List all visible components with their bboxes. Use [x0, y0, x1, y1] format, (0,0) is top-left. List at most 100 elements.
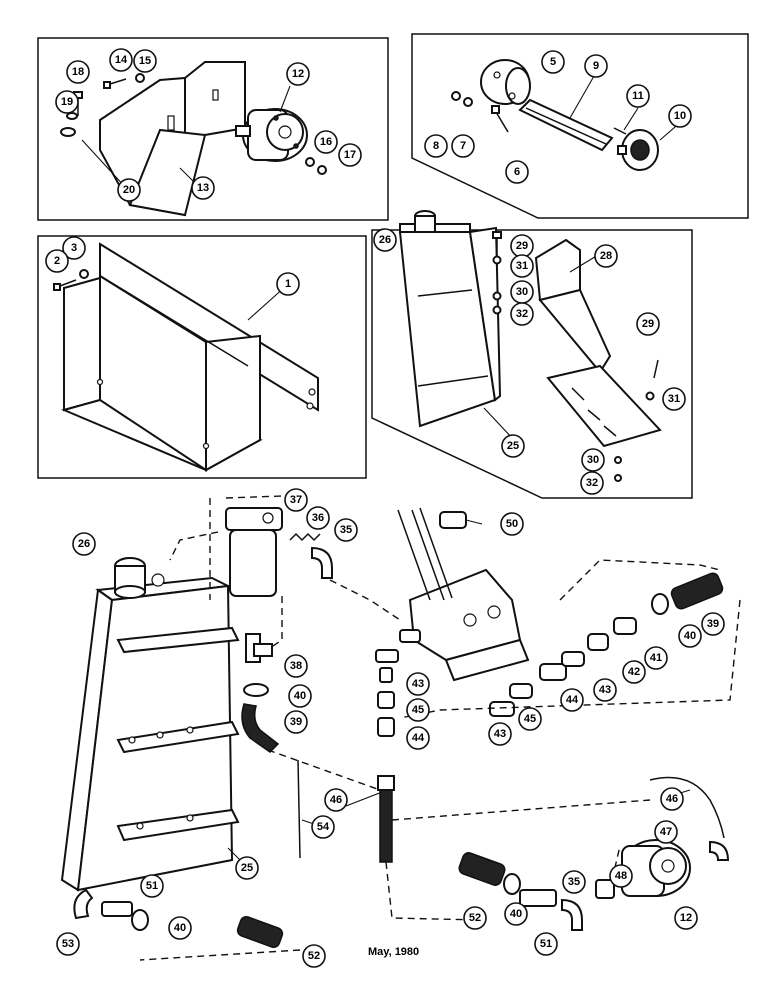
tank-cap-26: [114, 557, 146, 599]
svg-text:1: 1: [285, 278, 291, 290]
callout-35-top: 35: [334, 518, 358, 542]
svg-text:26: 26: [379, 234, 391, 246]
route-filter-valve: [269, 596, 283, 649]
svg-text:32: 32: [586, 477, 598, 489]
callout-7: 7: [451, 134, 475, 158]
callout-46-long: 46: [324, 788, 348, 812]
panel-drive-coupling: [411, 33, 749, 219]
callout-47: 47: [654, 820, 678, 844]
hydraulic-pump-12-top: [235, 108, 308, 162]
callout-51-left: 51: [140, 874, 164, 898]
route-hose-39: [267, 749, 381, 791]
nut-31-lower: [645, 391, 655, 401]
callout-2: 2: [45, 249, 69, 273]
svg-text:46: 46: [330, 794, 342, 806]
tank-25: [60, 573, 240, 892]
nut-32-lower: [614, 474, 622, 482]
callout-13: 13: [191, 176, 215, 200]
svg-text:2: 2: [54, 255, 60, 267]
clamp-40-valve: [651, 593, 669, 615]
fitting-42: [587, 633, 609, 651]
callout-43-right: 43: [593, 678, 617, 702]
callout-37: 37: [284, 488, 308, 512]
washer-16: [305, 157, 315, 167]
svg-text:5: 5: [550, 56, 556, 68]
callout-28: 28: [594, 244, 618, 268]
callout-44-right: 44: [560, 688, 584, 712]
callout-43-center: 43: [406, 672, 430, 696]
svg-text:25: 25: [507, 440, 519, 452]
callout-48: 48: [609, 864, 633, 888]
callout-16: 16: [314, 130, 338, 154]
callout-35-bottom: 35: [562, 870, 586, 894]
callout-32-upper: 32: [510, 302, 534, 326]
callout-50: 50: [500, 512, 524, 536]
svg-text:35: 35: [568, 876, 580, 888]
panel-pump-mount: [37, 37, 389, 221]
callout-9: 9: [584, 54, 608, 78]
washer-19: [66, 112, 78, 120]
svg-text:6: 6: [514, 166, 520, 178]
adapter-43-center: [379, 667, 393, 683]
callout-40-left: 40: [168, 916, 192, 940]
svg-text:36: 36: [312, 512, 324, 524]
dipstick-54: [297, 759, 301, 859]
footer-date: May, 1980: [368, 946, 419, 958]
svg-text:39: 39: [290, 716, 302, 728]
callout-29-upper: 29: [510, 234, 534, 258]
svg-text:44: 44: [412, 732, 425, 744]
callout-39-valve: 39: [701, 612, 725, 636]
svg-text:12: 12: [680, 912, 692, 924]
callout-18: 18: [66, 60, 90, 84]
hose-52-right: [458, 852, 506, 886]
nipple-51-right: [519, 889, 557, 907]
svg-text:16: 16: [320, 136, 332, 148]
callout-10: 10: [668, 104, 692, 128]
nut-17: [317, 165, 327, 175]
callout-31-lower: 31: [662, 387, 686, 411]
svg-text:35: 35: [340, 524, 352, 536]
callout-25-small: 25: [501, 434, 525, 458]
svg-text:32: 32: [516, 308, 528, 320]
callout-5: 5: [541, 50, 565, 74]
callout-19: 19: [55, 90, 79, 114]
svg-text:3: 3: [71, 242, 77, 254]
svg-text:40: 40: [294, 690, 306, 702]
svg-text:20: 20: [123, 184, 135, 196]
svg-text:26: 26: [78, 538, 90, 550]
clamp-40-left: [131, 909, 149, 931]
callout-41: 41: [644, 646, 668, 670]
mount-bracket-13: [99, 61, 246, 217]
fitting-48: [595, 879, 615, 899]
svg-text:47: 47: [660, 826, 672, 838]
callout-12-bottom: 12: [674, 906, 698, 930]
svg-text:45: 45: [524, 713, 536, 725]
elbow-35-top: [311, 546, 333, 579]
callout-30-lower: 30: [581, 448, 605, 472]
svg-text:54: 54: [317, 821, 330, 833]
callouts: 18 14 15 12 19 20 13 16 17 5 9 11 10 8 7…: [45, 48, 725, 968]
callout-52-left: 52: [302, 944, 326, 968]
svg-text:9: 9: [593, 60, 599, 72]
svg-text:11: 11: [632, 90, 644, 102]
tray-1: [60, 242, 319, 472]
tank-bracket-28: [534, 238, 662, 448]
fitting-45-center: [377, 691, 395, 709]
bolt-2: [53, 279, 77, 291]
callout-40-upper: 40: [288, 684, 312, 708]
hose-52-left: [236, 916, 284, 948]
fitting-45-right: [509, 683, 533, 699]
nut-15: [135, 73, 145, 83]
callout-52-right: 52: [463, 906, 487, 930]
svg-text:43: 43: [412, 678, 424, 690]
valve-fittings: [375, 572, 724, 737]
adapter-43-left: [489, 701, 515, 717]
valve-fitting-38: [245, 633, 273, 663]
callout-45-right: 45: [518, 707, 542, 731]
fitting-41: [613, 617, 637, 635]
route-hose-46: [391, 799, 651, 821]
callout-17: 17: [338, 143, 362, 167]
svg-text:52: 52: [469, 912, 481, 924]
